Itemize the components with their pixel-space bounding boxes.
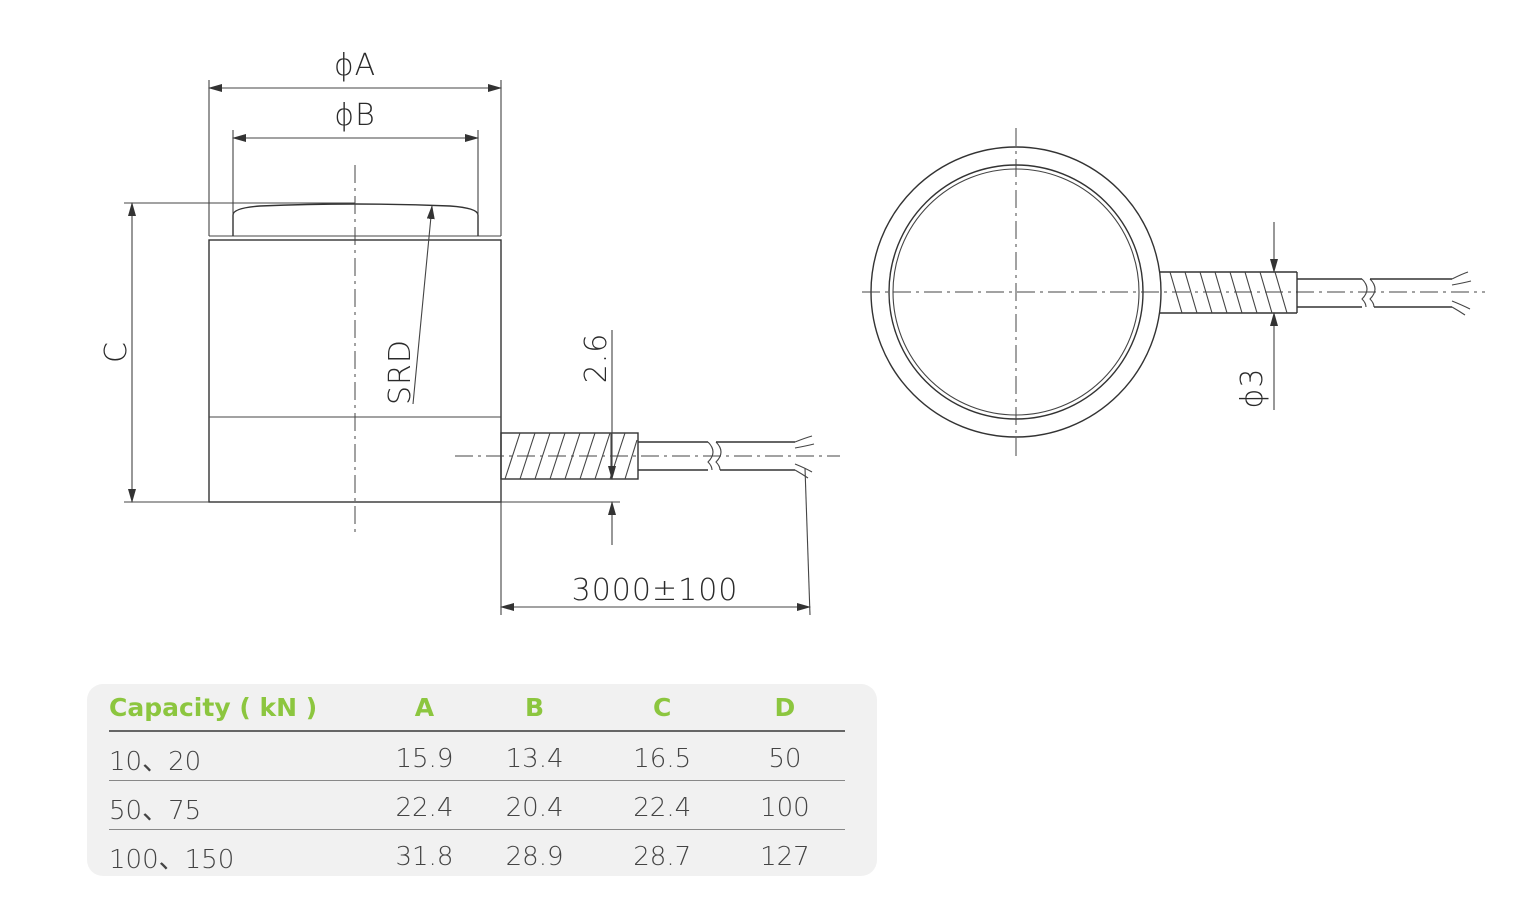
cell-d: 127 [760,842,810,872]
table-row: 100、150 31.8 28.9 28.7 127 [109,830,845,879]
cell-b: 20.4 [469,780,600,830]
header-c: C [599,684,725,732]
header-a: A [379,684,470,732]
top-cable [1297,271,1472,316]
load-cell-body [208,239,502,503]
cell-c: 16.5 [599,731,725,781]
technical-drawing: ϕA ϕB C SRD [99,48,1485,616]
cell-capacity: 50、75 [109,780,380,830]
cell-a: 15.9 [379,731,470,781]
cell-c: 22.4 [599,780,725,830]
srd-leader [412,205,435,405]
cell-d: 100 [724,780,845,830]
top-view: ϕ3 [862,128,1485,458]
dim-label-srd: SRD [383,339,418,405]
header-d: D [724,684,845,732]
cable [638,435,815,479]
table-row: 10、20 15.9 13.4 16.5 50 [109,731,845,781]
cell-a: 22.4 [379,780,470,830]
dim-label-a: ϕA [334,48,376,83]
dim-label-c: C [99,341,134,363]
dim-label-b: ϕB [334,98,375,133]
table-row: 50、75 22.4 20.4 22.4 100 [109,780,845,830]
cell-capacity: 100、150 [109,844,235,875]
dim-label-gap: 2.6 [579,333,614,384]
dim-label-cable-dia: ϕ3 [1235,368,1270,409]
header-b: B [469,684,600,732]
cell-c: 28.7 [633,842,692,872]
cell-a: 31.8 [395,842,454,872]
spec-table: Capacity ( kN ) A B C D 10、20 15.9 13.4 … [87,684,877,876]
cell-b: 13.4 [469,731,600,781]
cell-capacity: 10、20 [109,731,380,781]
header-capacity: Capacity ( kN ) [109,684,380,732]
side-view: ϕA ϕB C SRD [99,48,840,616]
dim-label-cable-length: 3000±100 [572,573,739,608]
cell-b: 28.9 [505,842,564,872]
table-header-row: Capacity ( kN ) A B C D [109,684,845,732]
cell-d: 50 [724,731,845,781]
